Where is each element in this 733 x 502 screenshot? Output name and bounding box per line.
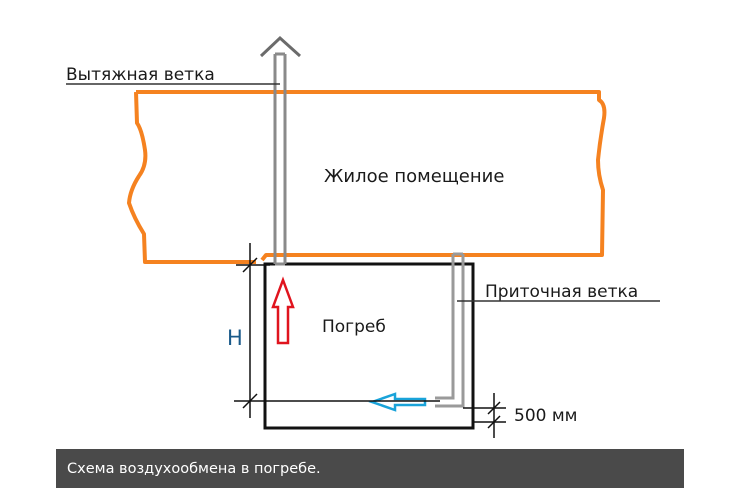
supply-branch-label: Приточная ветка — [485, 282, 638, 302]
cellar-label: Погреб — [322, 317, 386, 337]
living-room-label: Жилое помещение — [324, 166, 504, 187]
height-label: H — [227, 326, 243, 350]
figure-caption: Схема воздухообмена в погребе. — [56, 449, 684, 488]
supply-pipe — [435, 252, 465, 408]
offset-label: 500 мм — [514, 406, 578, 426]
height-dimension — [234, 243, 440, 418]
exhaust-flow-arrow-icon — [271, 276, 295, 345]
exhaust-cap-icon — [259, 35, 302, 58]
living-room-outline — [127, 90, 607, 264]
cellar-outline — [263, 262, 475, 430]
offset-dimension — [463, 393, 506, 438]
caption-text: Схема воздухообмена в погребе. — [67, 460, 321, 477]
inflow-arrow-icon — [368, 392, 427, 412]
exhaust-branch-label: Вытяжная ветка — [66, 65, 215, 85]
exhaust-pipe — [273, 52, 287, 266]
